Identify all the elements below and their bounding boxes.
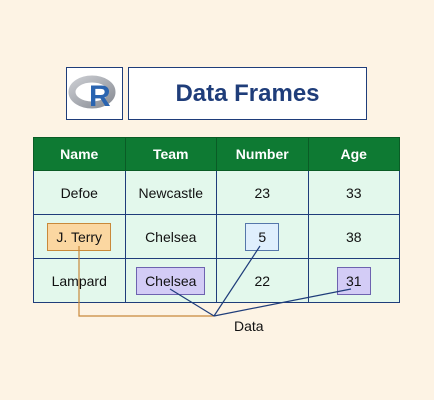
cell-name: Defoe bbox=[33, 170, 126, 215]
table-row: J. Terry Chelsea 5 38 bbox=[33, 214, 400, 259]
cell-age: 33 bbox=[307, 170, 400, 215]
highlight-number-chip: 5 bbox=[245, 222, 280, 251]
highlight-team-chip: Chelsea bbox=[136, 266, 206, 295]
cell-age: 31 bbox=[307, 258, 400, 303]
table-row: Defoe Newcastle 23 33 bbox=[33, 170, 400, 215]
leader-line-number bbox=[213, 245, 261, 317]
leader-line-age bbox=[213, 288, 352, 317]
header-team: Team bbox=[124, 137, 217, 171]
cell-team: Chelsea bbox=[124, 214, 217, 259]
cell-team: Chelsea bbox=[124, 258, 217, 303]
r-logo: R bbox=[66, 67, 123, 120]
page-title: Data Frames bbox=[175, 79, 320, 107]
highlight-age-chip: 31 bbox=[336, 266, 371, 295]
leader-line-team bbox=[169, 288, 215, 317]
r-logo-icon: R bbox=[68, 75, 116, 113]
cell-team: Newcastle bbox=[124, 170, 217, 215]
header-age: Age bbox=[307, 137, 400, 171]
cell-number: 5 bbox=[216, 214, 309, 259]
header-name: Name bbox=[33, 137, 126, 171]
data-annotation-label: Data bbox=[234, 318, 264, 334]
r-logo-letter: R bbox=[89, 80, 111, 113]
header-row: Name Team Number Age bbox=[33, 137, 400, 171]
data-frame-table: Name Team Number Age Defoe Newcastle 23 … bbox=[33, 137, 400, 303]
header-number: Number bbox=[216, 137, 309, 171]
leader-line-name bbox=[78, 246, 214, 317]
cell-number: 22 bbox=[216, 258, 309, 303]
title-box: Data Frames bbox=[128, 67, 367, 120]
cell-age: 38 bbox=[307, 214, 400, 259]
